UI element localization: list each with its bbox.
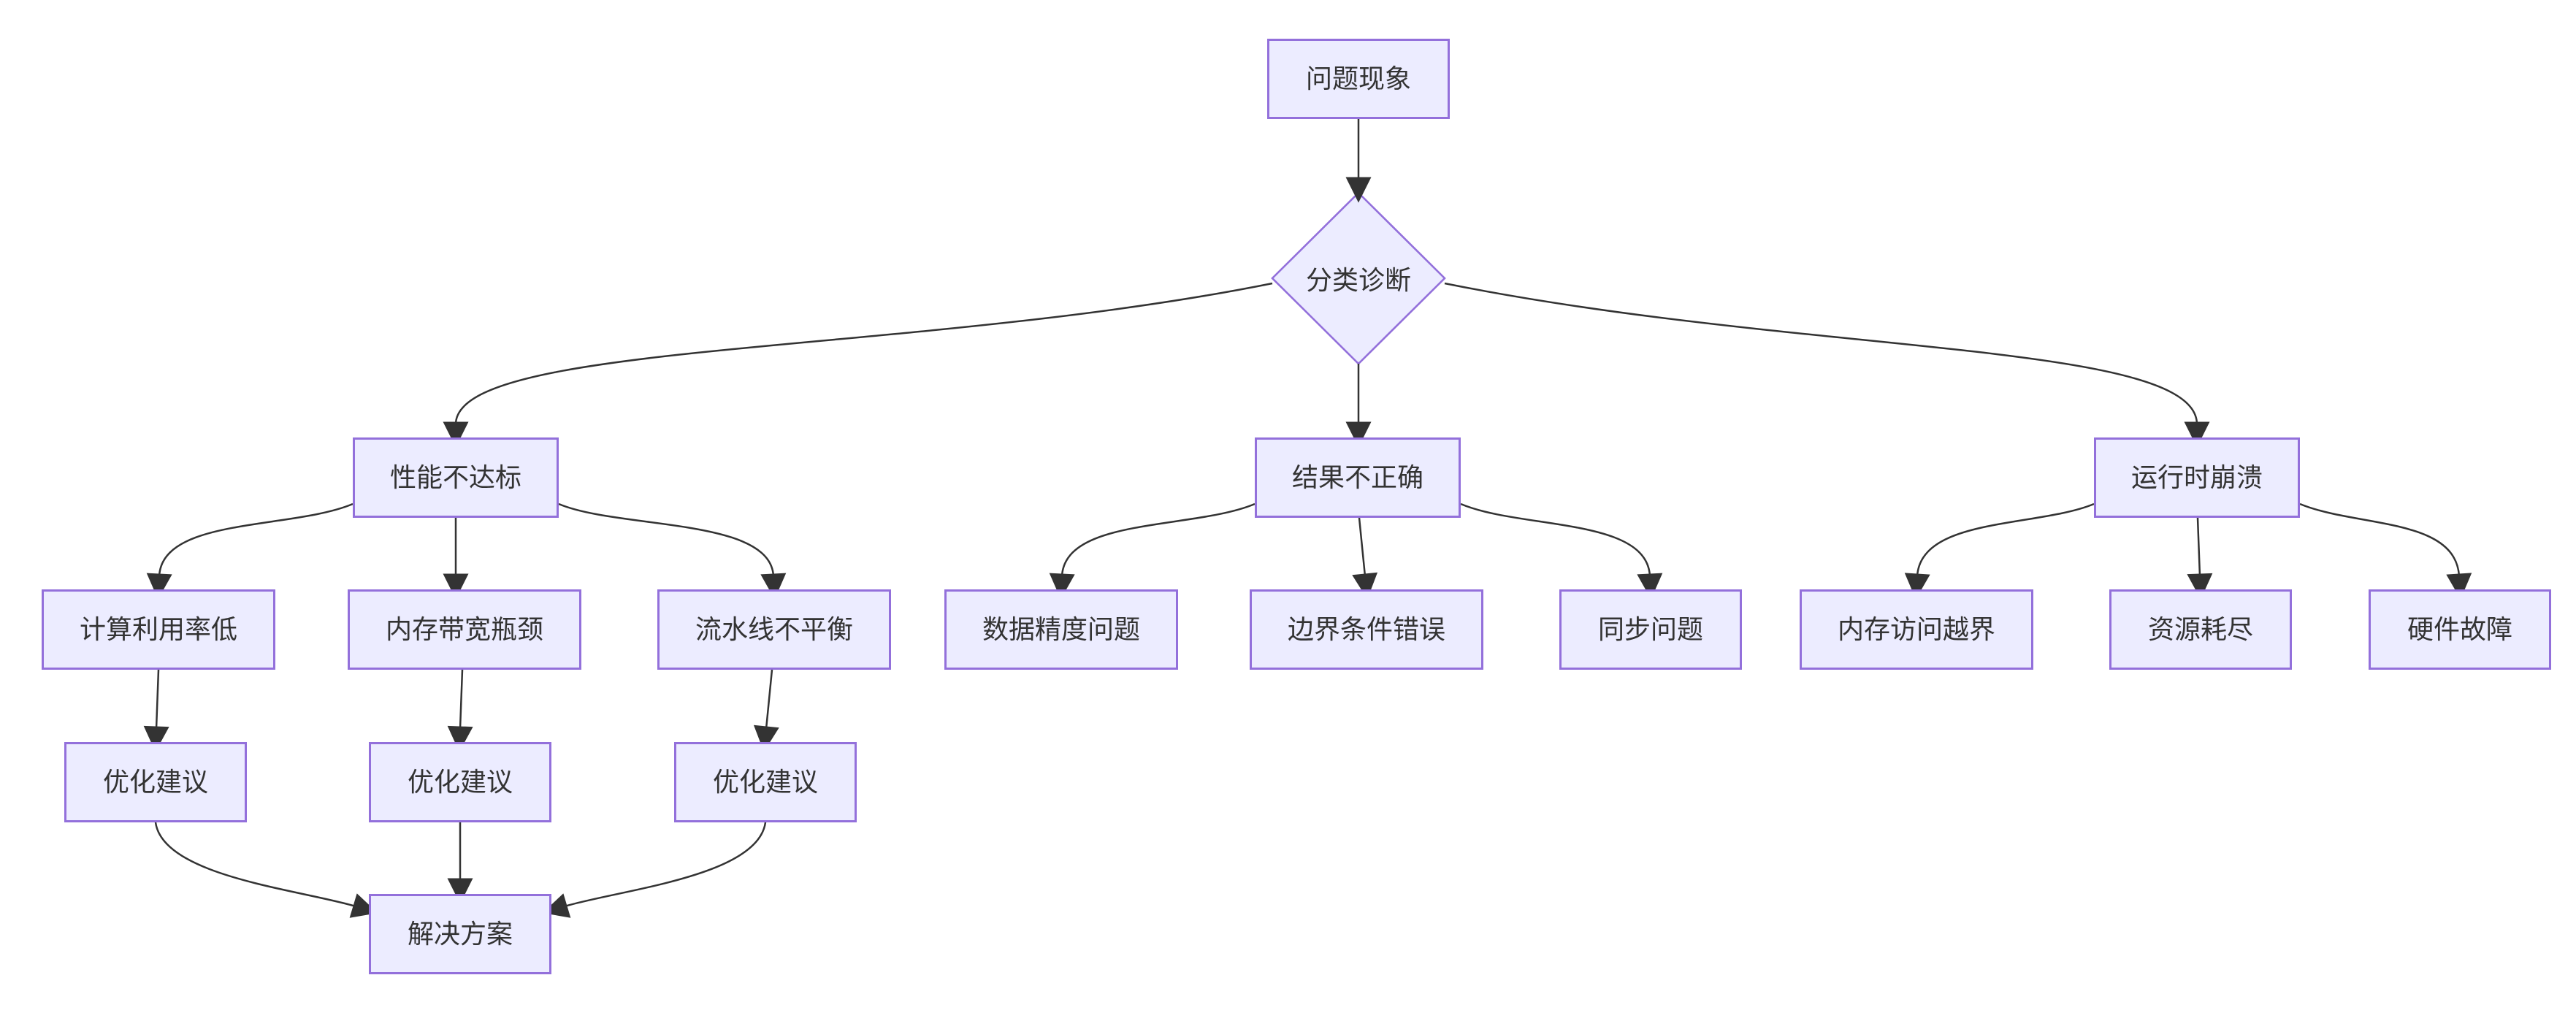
node-pipeline-imbalance: 流水线不平衡 [657,589,891,670]
edge-wrong-precision [1049,502,1255,600]
node-boundary-condition-error: 边界条件错误 [1250,589,1483,670]
node-memory-bandwidth-bottleneck: 内存带宽瓶颈 [348,589,581,670]
edge-wrong-sync [1460,502,1663,600]
node-resource-exhaustion: 资源耗尽 [2109,589,2292,670]
edge-mem-opt2 [447,669,473,752]
edge-perf-pipe [558,502,787,600]
edge-diagnose-crash [1444,282,2210,448]
edge-crash-oob [1904,502,2095,600]
edge-crash-hardware [2299,502,2472,600]
edge-opt1-solution [154,822,378,918]
node-problem-symptom: 问题现象 [1267,39,1450,119]
node-optimization-advice-1: 优化建议 [64,742,247,822]
node-classification-diagnosis: 分类诊断 [1305,265,1411,295]
node-memory-access-out-of-bounds: 内存访问越界 [1800,589,2033,670]
node-synchronization-issue: 同步问题 [1559,589,1742,670]
edge-perf-util [146,502,353,600]
node-hardware-fault: 硬件故障 [2369,589,2551,670]
edge-wrong-boundary [1352,517,1378,600]
node-incorrect-result: 结果不正确 [1255,437,1461,518]
edge-pipe-opt3 [753,669,779,752]
node-runtime-crash: 运行时崩溃 [2094,437,2300,518]
node-optimization-advice-3: 优化建议 [674,742,857,822]
edge-diagnose-perf [443,282,1273,448]
node-optimization-advice-2: 优化建议 [369,742,551,822]
edge-util-opt1 [143,669,169,752]
node-low-compute-utilization: 计算利用率低 [42,589,275,670]
node-solution: 解决方案 [369,894,551,974]
node-performance-not-met: 性能不达标 [353,437,559,518]
node-data-precision-issue: 数据精度问题 [944,589,1178,670]
edge-crash-resource [2187,517,2213,600]
edge-opt3-solution [542,822,767,918]
